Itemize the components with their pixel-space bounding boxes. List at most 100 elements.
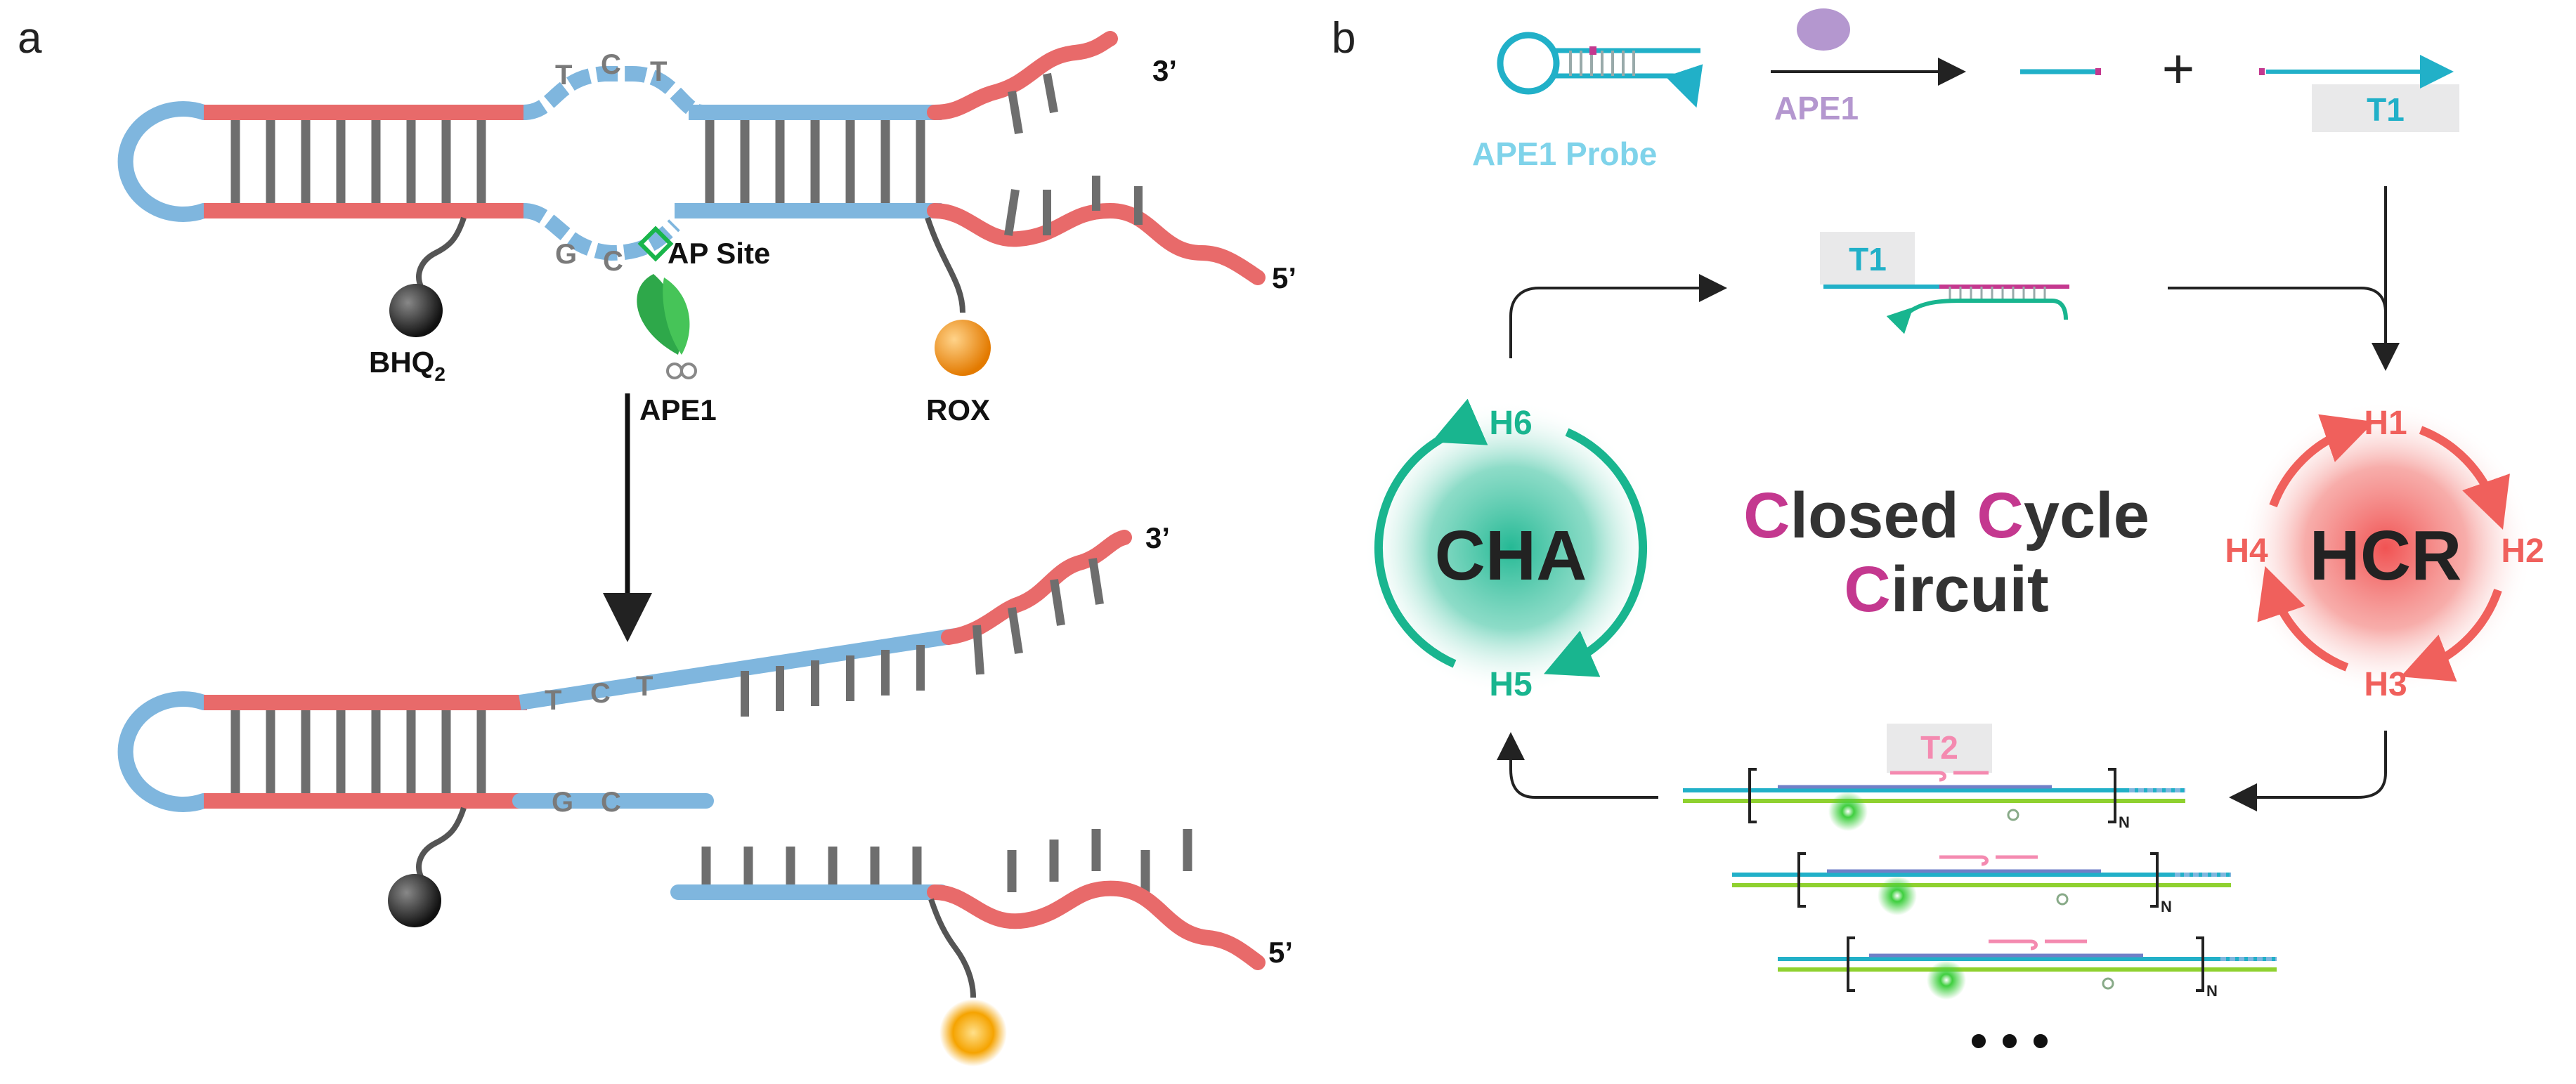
cleaved-loop xyxy=(117,691,212,812)
mid-duplex-pairs xyxy=(1949,287,2046,301)
cleaved-arm-bases xyxy=(741,558,1104,717)
base-g1: G xyxy=(555,239,577,270)
circuit-title-line1: Closed Cycle xyxy=(1743,480,2149,551)
cleaved-bhq-linker xyxy=(416,807,467,880)
bubble-bottom xyxy=(523,203,680,261)
title-rest1: losed xyxy=(1790,480,1977,551)
title-c2: C xyxy=(1977,480,2023,551)
hcr-glow xyxy=(2238,400,2533,696)
hcr-arrow-h2-h3 xyxy=(2400,589,2502,682)
cleaved-base-t3: T xyxy=(545,685,561,716)
subscript-n-2: N xyxy=(2161,898,2172,915)
ap-site-label: AP Site xyxy=(668,237,770,270)
cha-cycle-arrow-right xyxy=(1544,428,1648,677)
title-rest2: ycle xyxy=(2024,480,2149,551)
probe-label: APE1 Probe xyxy=(1472,136,1657,172)
title-c3: C xyxy=(1844,554,1890,625)
plus-sign: + xyxy=(2162,37,2195,100)
rox-fluorescence-burst xyxy=(939,999,1007,1066)
label-3prime-top: 3’ xyxy=(1152,54,1177,87)
hcr-arrow-h1-h2 xyxy=(2419,426,2510,530)
hcr-polymer-1: T2 N xyxy=(1683,724,2185,831)
t1-top-box xyxy=(2312,84,2459,132)
t1-mid-box xyxy=(1820,232,1915,285)
hcr-h3: H3 xyxy=(2364,666,2407,703)
cleaved-bhq2 xyxy=(388,874,441,927)
fragment-red xyxy=(927,880,1266,970)
t1-site xyxy=(2259,68,2265,75)
cleaved-blue-arm xyxy=(519,628,957,710)
ape1-enzyme-bean xyxy=(1797,8,1850,51)
cha-h5: H5 xyxy=(1489,666,1532,703)
cleaved-stem-pairs xyxy=(230,706,486,801)
cha-cycle-arrow-left xyxy=(1374,398,1488,668)
overhang-5prime xyxy=(927,202,1266,285)
cleaved-base-c4: C xyxy=(601,787,621,818)
ape1-label: APE1 xyxy=(639,393,717,426)
enzyme-label: APE1 xyxy=(1774,90,1859,126)
bhq-subscript: 2 xyxy=(434,363,445,385)
ellipsis-more: • • • xyxy=(1970,1013,2049,1068)
overhang-3prime xyxy=(927,31,1118,120)
flow-arrow-hcr-to-products xyxy=(2229,731,2387,811)
panel-a-label: a xyxy=(18,14,42,63)
hcr-h2: H2 xyxy=(2501,533,2544,570)
hairpin-probe-intact: T C T G C AP Site 3’ 5’ BHQ2 ROX APE1 xyxy=(117,31,1296,426)
cha-h6: H6 xyxy=(1489,405,1532,442)
bubble-top xyxy=(523,66,704,120)
base-t2: T xyxy=(650,56,667,87)
hcr-polymer-3: N xyxy=(1778,936,2277,1000)
t2-box xyxy=(1887,724,1992,773)
panel-b-label: b xyxy=(1332,14,1355,63)
label-5prime-bottom: 5’ xyxy=(1268,936,1293,969)
hcr-label: HCR xyxy=(2310,516,2462,595)
flow-arrow-cha-to-mid xyxy=(1509,274,1727,358)
hairpin-probe-cleaved: T C T 3’ G C 5’ xyxy=(117,521,1293,1066)
cleaved-base-g2: G xyxy=(552,787,573,818)
t1-top-label: T1 xyxy=(2367,91,2405,128)
subscript-n-3: N xyxy=(2206,982,2218,1000)
circuit-title-line2: Circuit xyxy=(1844,554,2048,625)
hcr-arrow-h4-h1 xyxy=(2269,414,2375,508)
title-c1: C xyxy=(1743,480,1790,551)
cleaved-base-c3: C xyxy=(590,678,611,709)
rox-fluorophore xyxy=(935,320,991,376)
base-c1: C xyxy=(601,49,621,80)
bhq-label: BHQ xyxy=(369,346,434,379)
overhang-bases xyxy=(1004,72,1143,236)
hcr-h1: H1 xyxy=(2364,405,2407,442)
rox-label: ROX xyxy=(926,393,990,426)
rox-linker xyxy=(925,216,965,313)
product-short-site xyxy=(2095,68,2101,75)
flow-arrow-mid-to-hcr xyxy=(2168,287,2387,313)
ape1-enzyme-icon xyxy=(637,274,697,379)
hcr-arrow-h3-h4 xyxy=(2257,566,2349,672)
subscript-n-1: N xyxy=(2119,814,2130,831)
green-fluor-3 xyxy=(1927,960,1966,1000)
base-c2: C xyxy=(603,246,623,277)
base-t1: T xyxy=(555,60,572,91)
svg-text:BHQ2: BHQ2 xyxy=(369,346,445,385)
ap-site-marker xyxy=(637,226,674,262)
hcr-h4: H4 xyxy=(2225,533,2268,570)
cleaved-base-t4: T xyxy=(636,671,653,702)
green-fluor-1 xyxy=(1828,792,1868,831)
bhq2-quencher xyxy=(389,284,443,337)
title-rest3: ircuit xyxy=(1891,554,2049,625)
cleaved-3prime-arm xyxy=(941,530,1132,645)
mid-duplex-bottom xyxy=(1886,299,2068,334)
t2-label: T2 xyxy=(1920,729,1958,766)
green-fluor-2 xyxy=(1878,876,1917,915)
flow-arrow-products-to-cha xyxy=(1497,732,1658,799)
cha-glow xyxy=(1363,400,1658,696)
fragment-rox-linker xyxy=(928,898,976,998)
label-3prime-bottom: 3’ xyxy=(1145,521,1170,554)
stem-base-pairs-2 xyxy=(705,116,925,211)
cha-label: CHA xyxy=(1435,516,1587,595)
ape1-probe-icon xyxy=(1497,32,1703,108)
t1-mid-label: T1 xyxy=(1849,241,1887,277)
bhq-linker xyxy=(416,216,467,289)
hcr-polymer-2: N xyxy=(1732,852,2231,915)
label-5prime-top: 5’ xyxy=(1272,261,1296,294)
